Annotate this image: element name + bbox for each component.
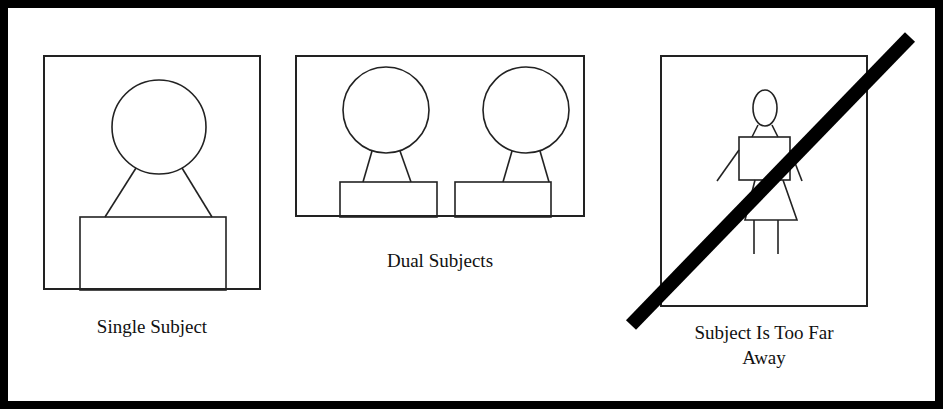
shoulder-line [363,151,372,182]
photo-frame: Single Subject [43,55,261,290]
photo-frame: Subject Is Too Far Away [660,55,868,307]
shoulder-line [503,151,512,182]
photo-frame: Dual Subjects [295,55,585,217]
single-subject-figure [80,80,226,290]
neck-line [772,125,778,137]
shoulder-line [105,168,136,217]
head-ellipse [753,90,777,126]
frame-caption: Single Subject [52,314,252,339]
stick-figure [717,90,802,254]
prohibition-slash [631,37,910,325]
head-circle [483,67,569,153]
dual-subject-figure [340,67,569,217]
outer-frame [4,4,939,405]
shoulder-line [182,168,212,217]
head-circle [112,80,206,174]
shoulder-line [540,151,549,182]
neck-line [752,125,758,137]
head-circle [343,67,429,153]
frame-caption: Subject Is Too Far Away [694,320,834,370]
leg-line [777,220,779,254]
body-box [739,137,790,180]
frame-caption: Dual Subjects [340,248,540,273]
leg-line [753,220,755,254]
arm-line [717,150,739,181]
body-box [455,182,551,217]
body-box [340,182,437,217]
skirt-shape [745,180,797,220]
shoulder-line [400,151,411,182]
arm-line [790,150,802,181]
body-box [80,217,226,290]
